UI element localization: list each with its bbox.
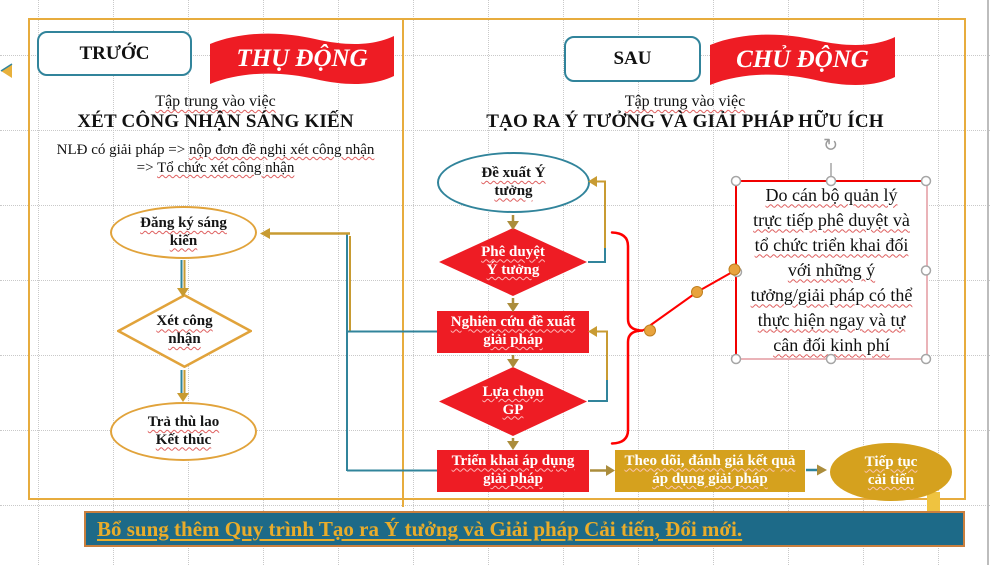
grid-line bbox=[938, 0, 939, 565]
active-banner-label: CHỦ ĐỘNG bbox=[736, 45, 869, 73]
grid-line bbox=[413, 0, 414, 565]
slide-border bbox=[28, 18, 966, 500]
center-divider-line bbox=[402, 18, 404, 507]
flow-review-recognition[interactable]: Xét công nhận bbox=[117, 294, 252, 368]
grid-line bbox=[38, 0, 39, 565]
diamond-shape bbox=[439, 367, 587, 436]
wave-ribbon-shape bbox=[210, 33, 394, 85]
active-banner[interactable]: CHỦ ĐỘNG bbox=[710, 31, 895, 86]
grid-line bbox=[338, 0, 339, 565]
flow-pay-reward-end[interactable]: Trả thù lao Kết thúc bbox=[110, 402, 257, 461]
footer-bar[interactable]: Bổ sung thêm Quy trình Tạo ra Ý tưởng và… bbox=[84, 511, 965, 547]
after-tag-box[interactable]: SAU bbox=[564, 36, 701, 82]
grid-line bbox=[113, 0, 114, 565]
gold-connector-stub bbox=[927, 492, 940, 511]
left-description: NLĐ có giải pháp => nộp đơn đề nghị xét … bbox=[56, 142, 375, 176]
grid-line bbox=[188, 0, 189, 565]
passive-banner-label: THỤ ĐỘNG bbox=[236, 44, 368, 72]
right-subtitle: Tập trung vào việc bbox=[624, 93, 746, 110]
note-textbox[interactable]: Do cán bộ quản lý trực tiếp phê duyệt và… bbox=[735, 180, 928, 360]
before-tag-label: TRƯỚC bbox=[79, 42, 150, 64]
flow-implement-solution[interactable]: Triển khai áp dụng giải pháp bbox=[437, 450, 589, 492]
wave-ribbon-shape bbox=[710, 34, 895, 86]
flow-approve-idea[interactable]: Phê duyệt Ý tưởng bbox=[439, 228, 587, 296]
diamond-shape bbox=[439, 228, 587, 296]
grid-line bbox=[0, 430, 990, 431]
flow-register-initiative[interactable]: Đăng ký sáng kiến bbox=[110, 206, 257, 259]
flow-monitor-evaluate[interactable]: Theo dõi, đánh giá kết quả áp dụng giải … bbox=[615, 450, 805, 492]
flow-research-solution[interactable]: Nghiên cứu đề xuất giải pháp bbox=[437, 311, 589, 353]
passive-banner[interactable]: THỤ ĐỘNG bbox=[210, 30, 394, 85]
before-tag-box[interactable]: TRƯỚC bbox=[37, 31, 192, 76]
grid-line bbox=[263, 0, 264, 565]
flow-select-solution[interactable]: Lựa chọn GP bbox=[439, 367, 587, 436]
left-heading: XÉT CÔNG NHẬN SÁNG KIẾN bbox=[77, 111, 354, 132]
grid-line bbox=[0, 130, 990, 131]
rotate-handle-icon[interactable]: ↻ bbox=[823, 135, 839, 155]
after-tag-label: SAU bbox=[613, 48, 652, 69]
left-edge-arrow-icon bbox=[0, 63, 13, 78]
grid-line bbox=[0, 505, 990, 506]
grid-line bbox=[563, 0, 564, 565]
diamond-shape bbox=[117, 294, 252, 368]
right-heading: TẠO RA Ý TƯỞNG VÀ GIẢI PHÁP HỮU ÍCH bbox=[486, 111, 884, 132]
grid-line bbox=[0, 55, 990, 56]
window-edge bbox=[987, 0, 989, 565]
flow-continue-improve[interactable]: Tiếp tục cải tiến bbox=[830, 443, 952, 501]
footer-text: Bổ sung thêm Quy trình Tạo ra Ý tưởng và… bbox=[97, 516, 743, 541]
grid-line bbox=[0, 355, 990, 356]
left-subtitle: Tập trung vào việc bbox=[155, 93, 276, 110]
flow-propose-idea[interactable]: Đề xuất Ý tưởng bbox=[437, 152, 590, 213]
note-text: Do cán bộ quản lý trực tiếp phê duyệt và… bbox=[750, 184, 913, 355]
